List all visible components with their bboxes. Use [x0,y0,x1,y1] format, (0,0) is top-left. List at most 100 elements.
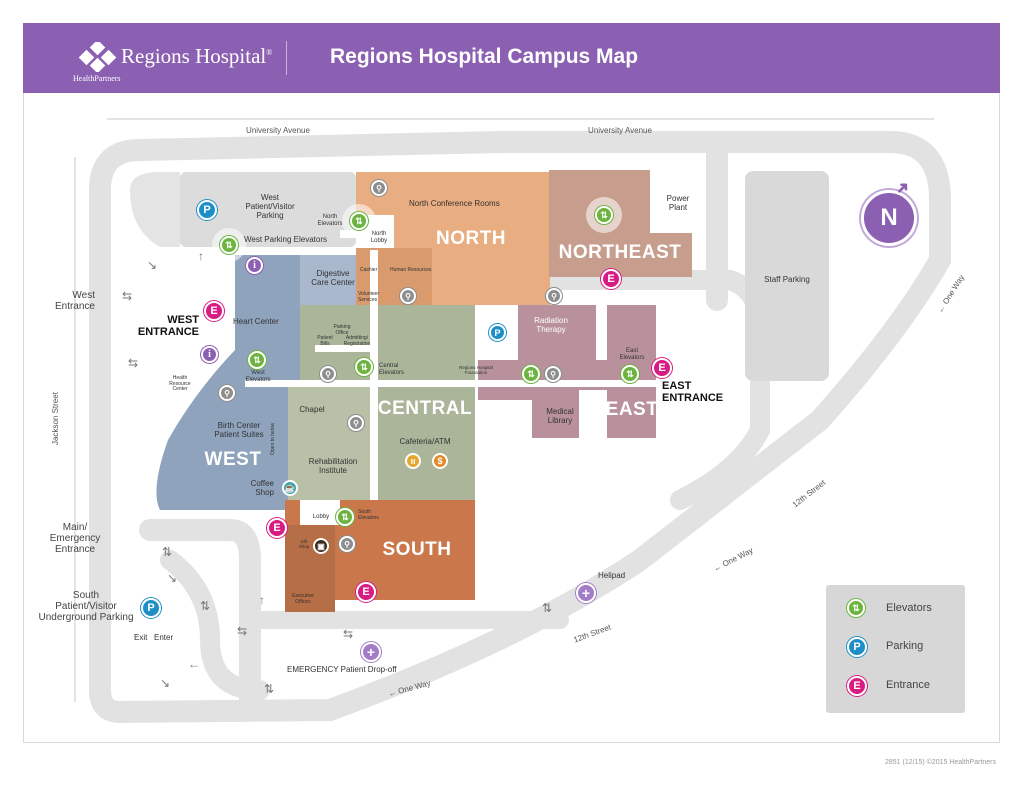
legend-elevators-label: Elevators [886,602,932,614]
executive-offices-label: Executive Offices [292,593,314,605]
central-west-block [288,386,372,500]
cafeteria-icon[interactable]: ıı [405,453,421,469]
open-to-below-label: Open to below [270,422,276,455]
main-emergency-entrance-label: Main/ Emergency Entrance [49,522,101,555]
emergency-dropoff-icon[interactable]: + [361,642,381,662]
south-drive-arrow: ⇅ [200,599,211,613]
lobby-label: Lobby [312,514,330,520]
west-restroom-icon: ⚲ [219,385,235,401]
northeast-elevator-icon[interactable]: ⇅ [595,206,613,224]
north-compass-icon: N [861,190,917,246]
coffee-shop-icon[interactable]: ☕ [282,480,298,496]
west-parking-elevators-label: West Parking Elevators [244,235,327,244]
heart-center-label: Heart Center [233,317,279,326]
north-elevators-label: North Elevators [317,214,343,227]
jackson-street-label: Jackson Street [51,392,60,445]
south-entrance-icon[interactable]: E [356,582,376,602]
south-elevators-label: South Elevators [358,509,379,521]
admitting-registration-label: Admitting/ Registration [343,335,371,347]
west-entrance-label: WEST ENTRANCE [137,314,199,339]
north-lower-restroom-icon: ⚲ [400,288,416,304]
east-label: EAST [605,399,659,420]
university-avenue-label-east: University Avenue [588,126,652,135]
west-parking-arrow: ↑ [198,249,204,263]
roads [89,131,951,724]
east-elevator-icon-west[interactable]: ⇅ [522,365,540,383]
legend-entrance-icon: E [847,676,867,696]
north-conference-label: North Conference Rooms [409,199,500,208]
main-drive-arrow: ↘ [167,571,178,585]
gift-shop-icon[interactable]: ▣ [313,538,329,554]
south-bottom-arrow: ↘ [160,676,171,690]
central-elevators-label: Central Elevators [379,363,405,376]
legend-parking-label: Parking [886,640,924,652]
east-elevator-icon[interactable]: ⇅ [621,365,639,383]
east-parking-icon[interactable]: P [489,324,506,341]
west-parking-icon[interactable]: P [197,200,217,220]
header-divider [286,41,287,75]
cashier-label: Cashier [360,267,378,273]
east-entrance-icon[interactable]: E [652,358,672,378]
central-elevator-icon[interactable]: ⇅ [355,358,373,376]
west-info-icon[interactable]: i [201,346,218,363]
west-entrance-icon[interactable]: E [204,301,224,321]
north-lower-block [356,248,432,305]
enter-label: Enter [154,633,174,642]
patient-bills-label: Patient Bills [317,335,333,347]
chapel-label: Chapel [299,405,325,414]
north-lobby-label: North Lobby [370,231,388,244]
south-parking-label: South Patient/Visitor Underground Parkin… [38,590,134,623]
exit-label: Exit [134,633,148,642]
north-restroom-icon: ⚲ [371,180,387,196]
helipad-icon[interactable]: + [576,583,596,603]
emergency-dropoff-label: EMERGENCY Patient Drop-off [287,665,397,674]
west-parking-elevator-icon[interactable]: ⇅ [220,236,238,254]
west-drive-arrow: ↘ [147,258,158,272]
north-elevator-icon[interactable]: ⇅ [350,212,368,230]
logo-subtitle: HealthPartners [73,74,121,83]
health-resource-center-label: Health Resource Center [169,375,191,392]
central-building [283,305,475,500]
helipad-road-arrow: ⇅ [542,601,553,615]
atm-icon[interactable]: $ [432,453,448,469]
power-plant-label: Power Plant [666,194,690,212]
volunteer-services-label: Volunteer Services [358,291,380,303]
south-elevator-icon[interactable]: ⇅ [336,508,354,526]
main-entrance-icon[interactable]: E [267,518,287,538]
south-parking-icon[interactable]: P [141,598,161,618]
east-entrance-label: EAST ENTRANCE [662,380,724,405]
radiation-therapy-label: Radiation Therapy [534,316,568,334]
west-elevators-label: West Elevators [245,370,271,383]
staff-parking-lot [745,171,829,381]
digestive-care-block [300,255,356,305]
coffee-shop-label: Coffee Shop [250,479,274,497]
west-elevator-icon[interactable]: ⇅ [248,351,266,369]
northeast-building [549,170,692,277]
parking-office-label: Parking Office [333,324,351,336]
helipad-label: Helipad [598,571,626,580]
cafeteria-atm-label: Cafeteria/ATM [399,437,451,446]
buildings [156,170,692,612]
south-loop-arrow: ⇆ [237,624,248,638]
west-loop-arrow: ⇆ [128,356,139,370]
northeast-entrance-icon[interactable]: E [601,269,621,289]
west-entrance-arrow: ⇆ [122,289,133,303]
main-entrance-arrow: ⇅ [162,545,173,559]
north-info-icon[interactable]: i [246,257,263,274]
east-elevators-label: East Elevators [619,348,645,361]
gift-shop-label: Gift Shop [298,539,310,549]
logo-mark-icon [78,42,117,72]
west-entrance-outside-label: West Entrance [54,290,95,312]
east-building [478,305,656,438]
birth-center-label: Birth Center Patient Suites [214,421,264,439]
south-exit-arrow: ← [188,657,200,671]
radiation-restroom-icon: ⚲ [546,288,562,304]
medical-library-label: Medical Library [546,407,574,425]
south-entry-arrow: ↑ [259,593,265,607]
central-restroom-icon: ⚲ [320,366,336,382]
west-label: WEST [204,449,262,470]
central-label: CENTRAL [377,398,473,419]
north-building [356,172,550,305]
